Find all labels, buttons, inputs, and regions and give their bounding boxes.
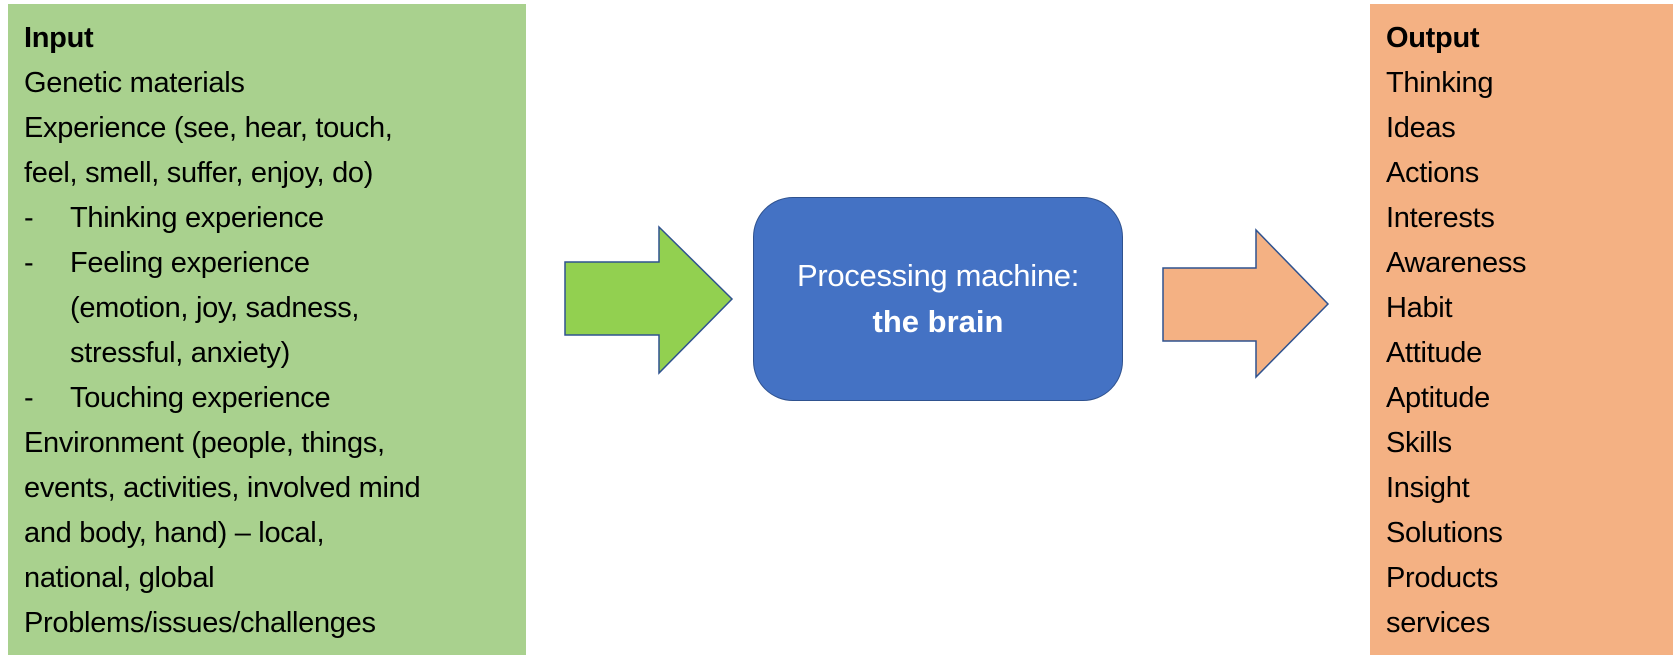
processor-label: Processing machine:	[796, 258, 1080, 293]
input-item: Problems/issues/challenges	[24, 607, 376, 639]
output-item: Aptitude	[1386, 382, 1491, 414]
input-bullet-item: - Thinking experience	[24, 196, 526, 241]
input-item: Genetic materials	[24, 67, 245, 99]
output-item: Skills	[1386, 427, 1452, 459]
output-item: Insight	[1386, 472, 1470, 504]
output-arrow-icon	[1162, 228, 1330, 379]
bullet-text: Touching experience	[70, 382, 331, 414]
bullet-dash: -	[24, 247, 34, 279]
processing-machine-box: Processing machine: the brain	[753, 197, 1123, 401]
output-item: Ideas	[1386, 112, 1456, 144]
input-item: national, global	[24, 562, 215, 594]
input-item: and body, hand) – local,	[24, 517, 325, 549]
input-title: Input	[24, 22, 94, 54]
output-item: Products	[1386, 562, 1499, 594]
bullet-text: Feeling experience	[70, 247, 310, 279]
bullet-dash: -	[24, 202, 34, 234]
input-bullet-continuation: (emotion, joy, sadness,	[70, 292, 360, 324]
output-item: Habit	[1386, 292, 1453, 324]
processor-name: the brain	[872, 304, 1004, 339]
bullet-text: Thinking experience	[70, 202, 324, 234]
output-item: Attitude	[1386, 337, 1482, 369]
input-item: Environment (people, things,	[24, 427, 385, 459]
input-bullet-item: - Touching experience	[24, 376, 526, 421]
output-item: Thinking	[1386, 67, 1494, 99]
input-arrow-icon	[564, 225, 734, 375]
input-item: Experience (see, hear, touch,	[24, 112, 393, 144]
output-item: Solutions	[1386, 517, 1503, 549]
output-title: Output	[1386, 22, 1480, 54]
input-item: events, activities, involved mind	[24, 472, 421, 504]
bullet-dash: -	[24, 382, 34, 414]
input-item: feel, smell, suffer, enjoy, do)	[24, 157, 374, 189]
output-item: Actions	[1386, 157, 1479, 189]
input-bullet-continuation: stressful, anxiety)	[70, 337, 290, 369]
input-bullet-item: - Feeling experience	[24, 241, 526, 286]
output-item: Interests	[1386, 202, 1495, 234]
output-item: services	[1386, 607, 1490, 639]
output-item: Awareness	[1386, 247, 1527, 279]
